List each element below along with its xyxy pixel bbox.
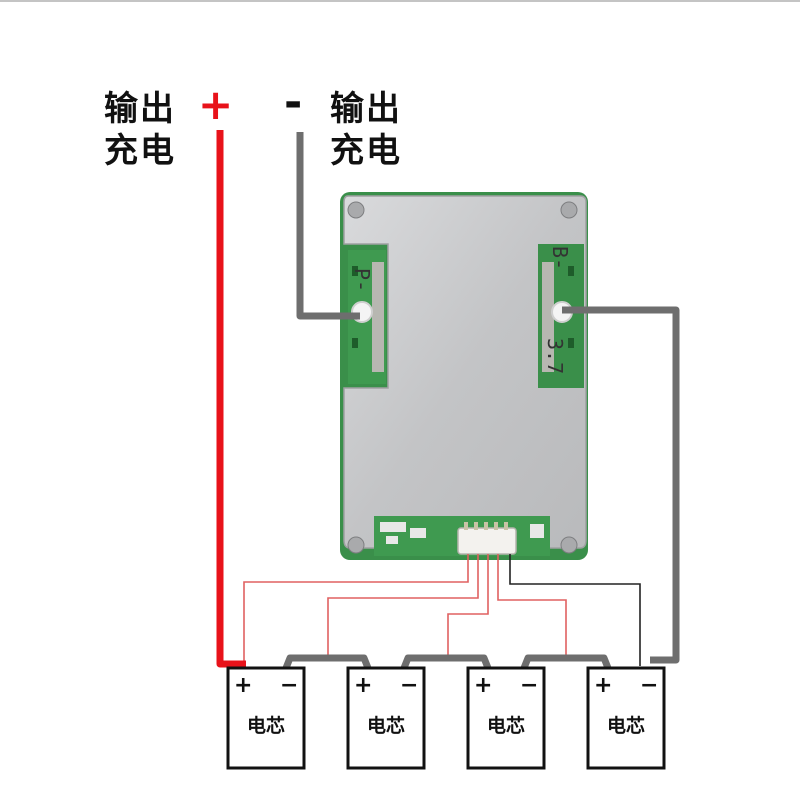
positive-sign: +: [198, 80, 236, 129]
positive-label-line1: 输出: [104, 89, 176, 129]
series-link-3-4: [520, 654, 612, 670]
battery-cell: + − 电芯: [466, 666, 546, 770]
cell-plus-sign: +: [354, 673, 372, 698]
cell-label: 电芯: [607, 714, 645, 737]
battery-cell: + − 电芯: [586, 666, 666, 770]
series-link-1-2: [282, 654, 372, 670]
right-terminal-pad: [542, 262, 554, 372]
cell-minus-sign: −: [400, 673, 418, 698]
battery-cells: + − 电芯 + − 电芯 + − 电芯 + − 电芯: [226, 666, 666, 770]
cell-minus-sign: −: [520, 673, 538, 698]
positive-output-wire: [216, 130, 246, 668]
negative-output-wire: [296, 132, 360, 320]
b-minus-wire: [562, 306, 680, 664]
sense-wire-1: [243, 554, 469, 664]
cell-label: 电芯: [367, 714, 405, 737]
negative-label-line2: 充电: [330, 131, 402, 171]
cell-label: 电芯: [247, 714, 285, 737]
cell-plus-sign: +: [234, 673, 252, 698]
connector-pins: [464, 522, 508, 530]
negative-label-line1: 输出: [330, 89, 402, 129]
sense-wire-5: [509, 554, 641, 666]
negative-sign: -: [284, 77, 305, 128]
smd-mark: [568, 266, 574, 276]
cell-body: [346, 666, 426, 770]
sense-wire-3: [447, 554, 489, 660]
screw-bottom-left: [347, 536, 365, 554]
smd-mark: [352, 266, 358, 276]
smd-mark: [386, 536, 398, 544]
balance-sense-wires: [243, 554, 641, 666]
sense-wire-2: [327, 554, 479, 660]
silk-b-minus: B-: [548, 246, 572, 270]
series-links: [282, 654, 612, 670]
smd-mark: [352, 338, 358, 348]
cell-body: [586, 666, 666, 770]
smd-mark: [568, 338, 574, 348]
balance-connector: [457, 527, 517, 555]
screw-top-left: [347, 201, 365, 219]
silk-p-minus: P-: [350, 268, 374, 292]
cell-label: 电芯: [487, 714, 525, 737]
smd-mark: [380, 522, 406, 532]
cell-plus-sign: +: [594, 673, 612, 698]
battery-cell: + − 电芯: [226, 666, 306, 770]
silk-value: 3.7: [543, 338, 567, 374]
smd-mark: [410, 528, 426, 538]
smd-mark: [530, 524, 544, 538]
cell-minus-sign: −: [280, 673, 298, 698]
screw-bottom-right: [560, 536, 578, 554]
battery-cell: + − 电芯: [346, 666, 426, 770]
sense-wire-4: [497, 554, 567, 660]
cell-body: [226, 666, 306, 770]
cell-minus-sign: −: [640, 673, 658, 698]
cell-plus-sign: +: [474, 673, 492, 698]
left-terminal-pad: [372, 262, 384, 372]
bms-board: P- B- 3.7: [340, 192, 588, 560]
positive-label-line2: 充电: [104, 131, 176, 171]
series-link-2-3: [400, 654, 492, 670]
cell-body: [466, 666, 546, 770]
screw-top-right: [560, 201, 578, 219]
